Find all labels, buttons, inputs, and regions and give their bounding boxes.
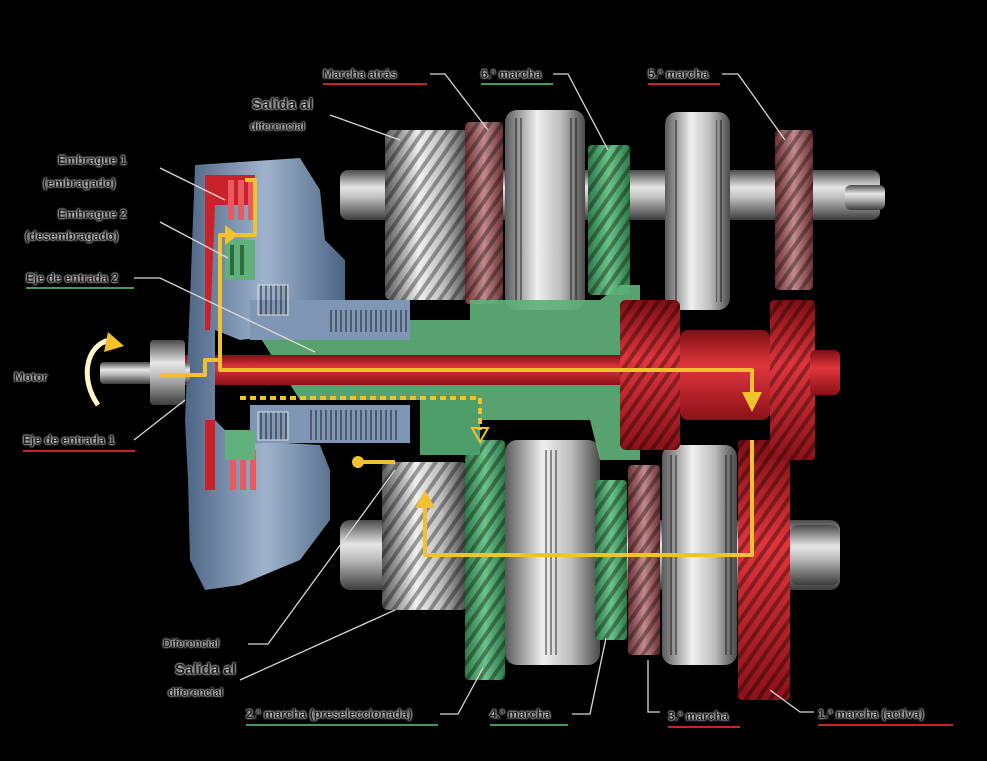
synchro-hub-top-left bbox=[505, 110, 585, 310]
underline-input-shaft-1 bbox=[23, 450, 135, 452]
underline-third-gear bbox=[668, 726, 740, 728]
label-second-gear: 2.ª marcha (preseleccionada) bbox=[246, 707, 412, 721]
label-sixth-gear: 6.ª marcha bbox=[481, 67, 542, 81]
label-output-top-line1: Salida al bbox=[252, 96, 313, 113]
underline-fifth-gear bbox=[648, 83, 720, 85]
label-fourth-gear: 4.ª marcha bbox=[490, 707, 551, 721]
label-fifth-gear: 5.ª marcha bbox=[648, 67, 709, 81]
label-output-bottom-line1: Salida al bbox=[175, 661, 236, 678]
clutch-springs bbox=[257, 284, 289, 441]
first-gear bbox=[738, 440, 790, 700]
label-output-bottom-line2: diferencial bbox=[168, 687, 224, 699]
clutch-1-discs bbox=[205, 175, 256, 490]
label-input-shaft-1: Eje de entrada 1 bbox=[23, 433, 116, 447]
synchro-hub-bottom-left bbox=[505, 440, 600, 665]
leader-lines bbox=[133, 73, 814, 715]
sixth-gear bbox=[588, 145, 630, 295]
underline-input-shaft-2 bbox=[26, 287, 134, 289]
fifth-gear bbox=[775, 130, 813, 290]
underline-fourth-gear bbox=[490, 724, 568, 726]
underline-reverse-gear bbox=[323, 83, 427, 85]
power-flow-arrowheads bbox=[225, 225, 762, 508]
synchro-hub-top-right bbox=[665, 112, 730, 310]
label-differential: Diferencial bbox=[163, 638, 220, 650]
label-clutch-1-line1: Embrague 1 bbox=[58, 153, 127, 167]
motor-input-stub bbox=[100, 340, 190, 405]
reverse-gear bbox=[465, 122, 503, 304]
third-gear bbox=[628, 465, 660, 655]
label-clutch-2-line2: (desembragado) bbox=[25, 229, 119, 243]
label-motor: Motor bbox=[14, 370, 48, 384]
underline-sixth-gear bbox=[481, 83, 553, 85]
power-flow-arrows bbox=[160, 178, 754, 557]
input-shaft-1 bbox=[180, 300, 840, 460]
rotation-arrow bbox=[84, 332, 124, 407]
second-gear bbox=[465, 440, 505, 680]
label-first-gear: 1.ª marcha (activa) bbox=[818, 707, 924, 721]
underline-first-gear bbox=[818, 724, 953, 726]
label-clutch-1-line2: (embragado) bbox=[43, 176, 116, 190]
clutch-2-discs bbox=[225, 240, 255, 460]
label-input-shaft-2: Eje de entrada 2 bbox=[26, 271, 119, 285]
fourth-gear bbox=[595, 480, 627, 640]
underline-second-gear bbox=[246, 724, 438, 726]
label-output-top-line2: diferencial bbox=[250, 121, 306, 133]
label-reverse-gear: Marcha atrás bbox=[323, 67, 398, 81]
label-clutch-2-line1: Embrague 2 bbox=[58, 207, 127, 221]
top-output-pinion bbox=[385, 130, 470, 300]
label-third-gear: 3.ª marcha bbox=[668, 709, 729, 723]
